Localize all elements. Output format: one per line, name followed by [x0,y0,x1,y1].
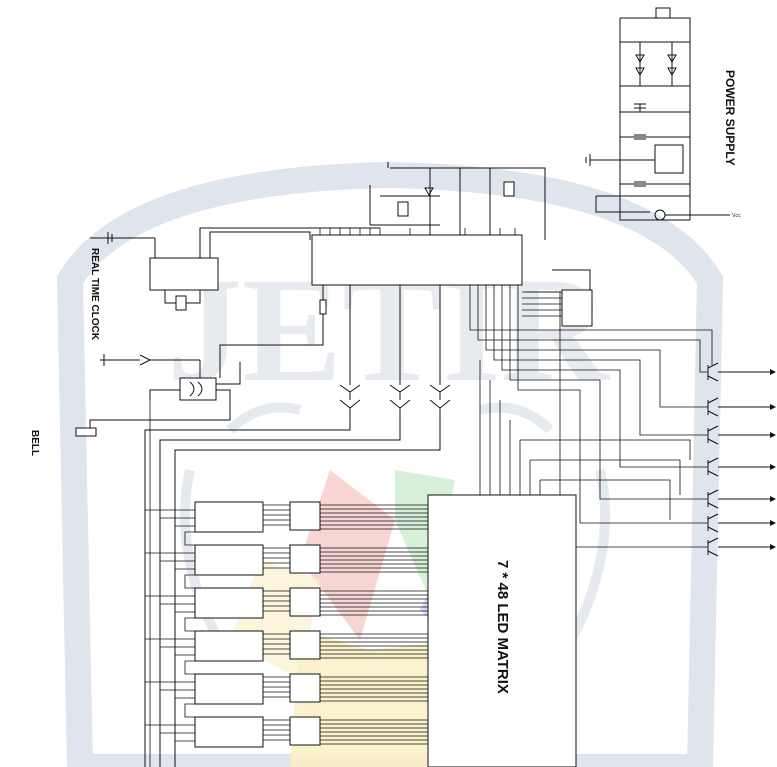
programming-header [522,269,593,327]
column-driver-row-3 [145,587,428,619]
driver-array-ic [289,587,321,617]
mcu-pin-stubs [319,228,516,235]
led-matrix-block [427,494,577,767]
rtc-ic [149,257,219,291]
bell-connector [75,427,97,437]
led-matrix-label: 7 * 48 LED MATRIX [494,560,511,694]
power-supply-section: Vcc POWER SUPPLY [585,7,741,221]
driver-array-ic [289,673,321,703]
column-driver-row-1 [145,501,428,533]
capacitor-c4 [620,181,690,187]
shift-register-ic [194,716,264,748]
reset-capacitor [397,201,409,217]
dc-connector [655,7,671,19]
shift-register-ic [194,630,264,662]
rtc-crystal [175,295,187,311]
column-driver-row-6 [145,716,428,748]
capacitor-c3 [620,134,690,140]
bell-section: BELL [29,354,241,456]
row-driver-transistors [469,285,776,557]
driver-array-ic [289,716,321,746]
shift-register-ic [194,587,264,619]
bell-label: BELL [29,430,40,456]
relay [179,377,217,401]
rtc-label: REAL TIME CLOCK [89,248,100,341]
voltage-regulator [654,144,684,174]
column-transistors [144,285,451,767]
filter-capacitor [620,103,690,113]
svg-text:Vcc: Vcc [732,213,741,219]
shift-register-ic [194,673,264,705]
driver-array-ic [289,544,321,574]
microcontroller-ic [311,234,523,286]
resistor [319,299,327,315]
crystal [503,181,515,197]
led-matrix-section: 7 * 48 LED MATRIX [427,494,577,767]
column-driver-row-5 [145,673,428,705]
power-supply-label: POWER SUPPLY [723,70,737,166]
column-driver-row-4 [145,630,428,662]
bridge-rectifier [635,42,677,86]
shift-register-ic [194,501,264,533]
driver-array-ic [289,630,321,660]
real-time-clock-section: REAL TIME CLOCK [89,227,380,341]
shift-register-ic [194,544,264,576]
header-connector [561,289,593,327]
crystal-oscillator-block [369,162,546,240]
driver-array-ic [289,501,321,531]
column-driver-row-2 [145,544,428,576]
cascade-wires [149,400,195,767]
